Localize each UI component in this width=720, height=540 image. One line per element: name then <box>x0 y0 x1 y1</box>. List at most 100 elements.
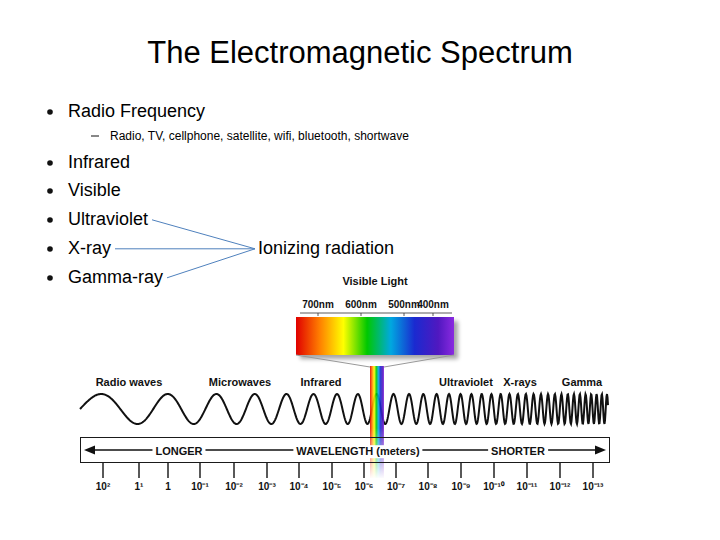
label-holder: 1¹ <box>135 481 144 493</box>
text-row: Gamma-ray <box>68 267 163 289</box>
label-holder: 600nm <box>345 299 377 311</box>
band-name: Ultraviolet <box>439 376 493 389</box>
label-holder: X-rays <box>503 376 537 389</box>
label-holder: Visible Light <box>342 275 407 288</box>
bullet-dot <box>47 246 53 252</box>
label-holder: Gamma <box>562 376 602 389</box>
text-row: Ultraviolet <box>68 209 148 231</box>
tick-mark <box>298 463 300 478</box>
tick-mark <box>493 463 495 478</box>
label-holder: 10² <box>96 481 110 493</box>
bar-label-holder: SHORTER <box>488 439 548 461</box>
tick-mark <box>592 463 594 478</box>
bullet-item: Visible <box>68 180 121 202</box>
tick-value: 10⁻³ <box>258 481 275 493</box>
bullet-text: Gamma-ray <box>68 267 163 289</box>
tick-value: 10⁻² <box>225 481 242 493</box>
bar-label: LONGER <box>152 445 205 458</box>
bullet-item: Infrared <box>68 152 130 174</box>
bracket-line <box>167 249 255 278</box>
visible-rainbow-bar <box>296 317 454 355</box>
tick-mark <box>199 463 201 478</box>
visible-scale <box>296 313 458 367</box>
wave-group <box>80 394 608 424</box>
tick-mark <box>331 463 333 478</box>
slide-title: The Electromagnetic Spectrum <box>147 34 573 71</box>
bullet-text: Ionizing radiation <box>258 238 394 260</box>
tick-value: 10⁻¹² <box>550 481 571 493</box>
text-row: Infrared <box>68 152 130 174</box>
bullet-dot <box>47 109 53 115</box>
bullet-text: Ultraviolet <box>68 209 148 231</box>
tick-value: 10² <box>96 481 110 493</box>
label-holder: Microwaves <box>209 376 271 389</box>
bullet-dot <box>47 275 53 281</box>
tick-mark <box>138 463 140 478</box>
bullet-item: Ultraviolet <box>68 209 148 231</box>
tick-mark <box>427 463 429 478</box>
bullet-text: Visible <box>68 180 121 202</box>
tick-value: 10⁻¹⁰ <box>483 481 504 493</box>
nm-label: 600nm <box>345 299 377 311</box>
label-holder: 10⁻² <box>225 481 242 493</box>
text-row: Radio Frequency <box>68 101 409 123</box>
text-row: Visible <box>68 180 121 202</box>
label-holder: 10⁻¹² <box>550 481 571 493</box>
nm-tick <box>433 313 434 316</box>
bullet-text: Radio Frequency <box>68 101 205 123</box>
band-name: Infrared <box>301 376 342 389</box>
bracket-line <box>115 248 255 249</box>
nm-label: 400nm <box>417 299 449 311</box>
bullet-item: Radio FrequencyRadio, TV, cellphone, sat… <box>68 101 409 143</box>
label-holder: 10⁻⁹ <box>452 481 471 493</box>
bar-label-holder: WAVELENGTH (meters) <box>293 439 422 461</box>
nm-label: 700nm <box>302 299 334 311</box>
tick-value: 10⁻⁴ <box>289 481 308 493</box>
band-name: X-rays <box>503 376 537 389</box>
band-name: Radio waves <box>96 376 163 389</box>
label-holder: 10⁻¹ <box>191 481 208 493</box>
label-holder: 700nm <box>302 299 334 311</box>
band-name: Microwaves <box>209 376 271 389</box>
tick-mark <box>233 463 235 478</box>
wavelength-bar: LONGER WAVELENGTH (meters) SHORTER <box>80 437 610 463</box>
nm-tick <box>318 313 319 316</box>
nm-scale-line <box>300 313 452 314</box>
sub-bullet-dash <box>91 136 99 137</box>
label-holder: 400nm <box>417 299 449 311</box>
tick-value: 10⁻⁵ <box>323 481 342 493</box>
label-holder: 10⁻⁵ <box>323 481 342 493</box>
bar-label: SHORTER <box>488 445 548 458</box>
text-row: X-ray <box>68 238 111 260</box>
text-row: Radio, TV, cellphone, satellite, wifi, b… <box>110 123 409 143</box>
label-holder: 10⁻⁸ <box>419 481 438 493</box>
bullet-dot <box>47 160 53 166</box>
bar-label: WAVELENGTH (meters) <box>293 445 422 458</box>
label-holder: Infrared <box>301 376 342 389</box>
label-holder: 10⁻⁶ <box>355 481 374 493</box>
bullet-text: Infrared <box>68 152 130 174</box>
wavelength-ticks <box>103 463 593 478</box>
tick-value: 10⁻¹¹ <box>517 481 538 493</box>
tick-mark <box>102 463 104 478</box>
nm-tick <box>361 313 362 316</box>
band-name: Gamma <box>562 376 602 389</box>
nm-tick <box>404 313 405 316</box>
bullet-text: X-ray <box>68 238 111 260</box>
visible-beam-stripe <box>370 366 384 478</box>
arrow-head <box>84 446 95 455</box>
title-block: The Electromagnetic Spectrum <box>0 34 720 71</box>
bracket-line <box>152 220 255 249</box>
tick-value: 1¹ <box>135 481 144 493</box>
label-holder: 10⁻¹⁰ <box>483 481 504 493</box>
label-holder: Ultraviolet <box>439 376 493 389</box>
sub-bullet-text: Radio, TV, cellphone, satellite, wifi, b… <box>110 129 409 143</box>
tick-value: 10⁻⁸ <box>419 481 438 493</box>
label-holder: 10⁻⁴ <box>289 481 308 493</box>
tick-value: 10⁻¹³ <box>583 481 604 493</box>
tick-mark <box>559 463 561 478</box>
label-holder: 1 <box>165 481 171 493</box>
tick-value: 10⁻⁶ <box>355 481 374 493</box>
label-holder: Radio waves <box>96 376 163 389</box>
